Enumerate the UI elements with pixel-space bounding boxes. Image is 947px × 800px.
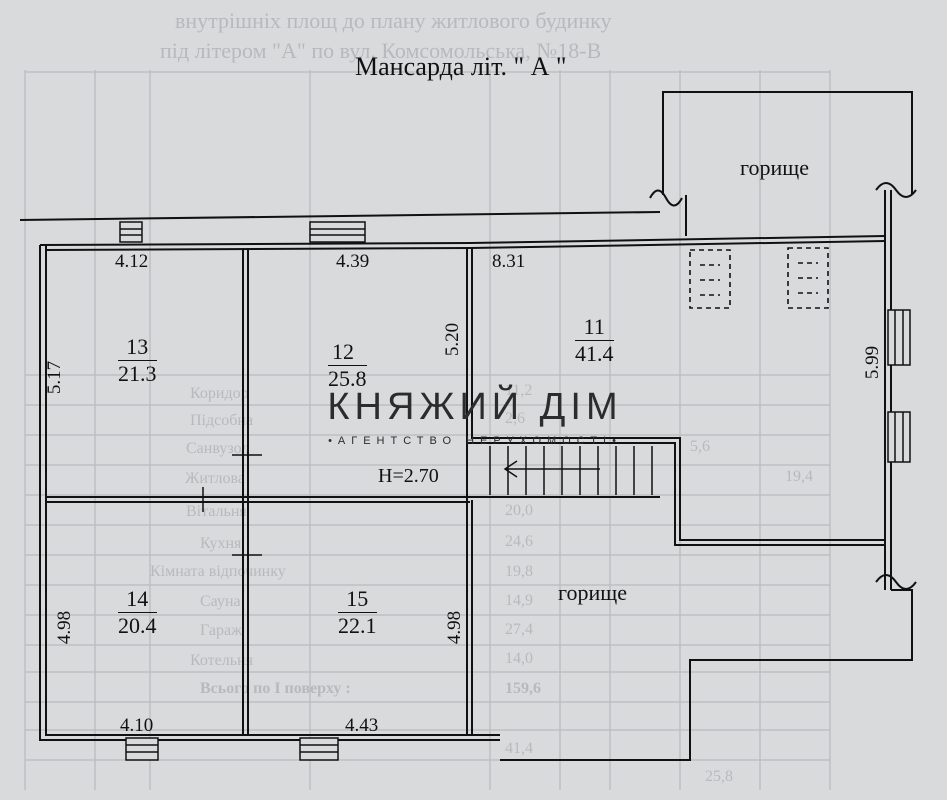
- dimension-label: 4.12: [115, 251, 149, 272]
- background-row-label: Кухня: [200, 535, 242, 552]
- background-row-label: Всього по I поверху :: [200, 680, 351, 697]
- background-row-label: Санвузол: [186, 440, 250, 457]
- door-marks: [202, 454, 262, 556]
- room-11: 11 41.4: [575, 314, 614, 367]
- background-row-label: Сауна: [200, 593, 241, 610]
- background-row-label: Коридор: [190, 385, 249, 402]
- window-icon: [309, 221, 366, 243]
- room-13: 13 21.3: [118, 334, 157, 387]
- dimension-label: 4.39: [336, 251, 370, 272]
- dimension-label: 4.10: [120, 715, 154, 736]
- background-value: 159,6: [505, 680, 541, 697]
- window-icon: [887, 309, 911, 366]
- dimension-label: 4.43: [345, 715, 379, 736]
- attic-label: горище: [558, 580, 627, 605]
- room-14: 14 20.4: [118, 586, 157, 639]
- dimension-label: 5.99: [862, 345, 884, 380]
- room-12: 12 25.8: [328, 339, 367, 392]
- background-value: 41,4: [505, 740, 533, 757]
- plan-title: Мансарда літ. " А ": [355, 52, 567, 81]
- background-value: 2,6: [505, 410, 525, 427]
- window-icon: [125, 737, 159, 761]
- room-number: 14: [118, 586, 157, 613]
- attic-label: горище: [740, 155, 809, 180]
- room-number: 15: [338, 586, 377, 613]
- window-icon: [299, 737, 339, 761]
- room-area: 21.3: [118, 361, 157, 386]
- agency-watermark-logo: КНЯЖИЙ ДІМ •АГЕНТСТВО НЕРУХОМОСТІ•: [325, 386, 625, 447]
- agency-tagline: •АГЕНТСТВО НЕРУХОМОСТІ•: [328, 435, 622, 447]
- background-table-grid: [24, 70, 831, 790]
- background-header-line-1: внутрішніх площ до плану житлового будин…: [175, 8, 612, 33]
- background-row-label: Житлова: [185, 470, 245, 487]
- dimension-label: 8.31: [492, 251, 526, 272]
- room-area: 41.4: [575, 341, 614, 366]
- background-value: 5,6: [690, 438, 710, 455]
- skylight-icon: [689, 249, 731, 309]
- room-area: 25.8: [328, 366, 367, 391]
- background-value: 14,0: [505, 650, 533, 667]
- ceiling-height: H=2.70: [378, 465, 439, 487]
- background-value: 14,9: [505, 592, 533, 609]
- room-number: 12: [328, 339, 367, 366]
- background-value: 27,4: [505, 621, 533, 638]
- background-row-label: Вітальня: [186, 503, 247, 520]
- dimension-label: 5.20: [442, 322, 464, 357]
- stair-treads: [489, 446, 653, 495]
- room-area: 20.4: [118, 613, 157, 638]
- plan-walls: [19, 91, 917, 761]
- background-row-label: Гараж: [200, 622, 243, 639]
- room-15: 15 22.1: [338, 586, 377, 639]
- background-row-label: Кімната відпочинку: [150, 563, 286, 580]
- room-number: 11: [575, 314, 614, 341]
- agency-name: КНЯЖИЙ ДІМ: [327, 386, 623, 428]
- skylight-icon: [787, 247, 829, 309]
- dimension-label: 4.98: [444, 610, 466, 645]
- background-value: 24,6: [505, 533, 533, 550]
- stair-arrow-icon: [503, 460, 600, 478]
- background-value: 19,8: [505, 563, 533, 580]
- dimension-label: 4.98: [54, 610, 76, 645]
- background-row-label: Котельня: [190, 652, 253, 669]
- room-number: 13: [118, 334, 157, 361]
- dimension-label: 5.17: [44, 360, 66, 395]
- background-header-line-2: під літером "А" по вул. Комсомольська, №…: [160, 38, 602, 63]
- background-value: 11,2: [505, 382, 533, 399]
- background-value: 20,0: [505, 502, 533, 519]
- window-icon: [887, 411, 911, 463]
- background-row-label: Підсобна: [190, 412, 254, 429]
- window-icon: [119, 221, 143, 243]
- background-value: 19,4: [785, 468, 813, 485]
- room-area: 22.1: [338, 613, 377, 638]
- background-value: 25,8: [705, 768, 733, 785]
